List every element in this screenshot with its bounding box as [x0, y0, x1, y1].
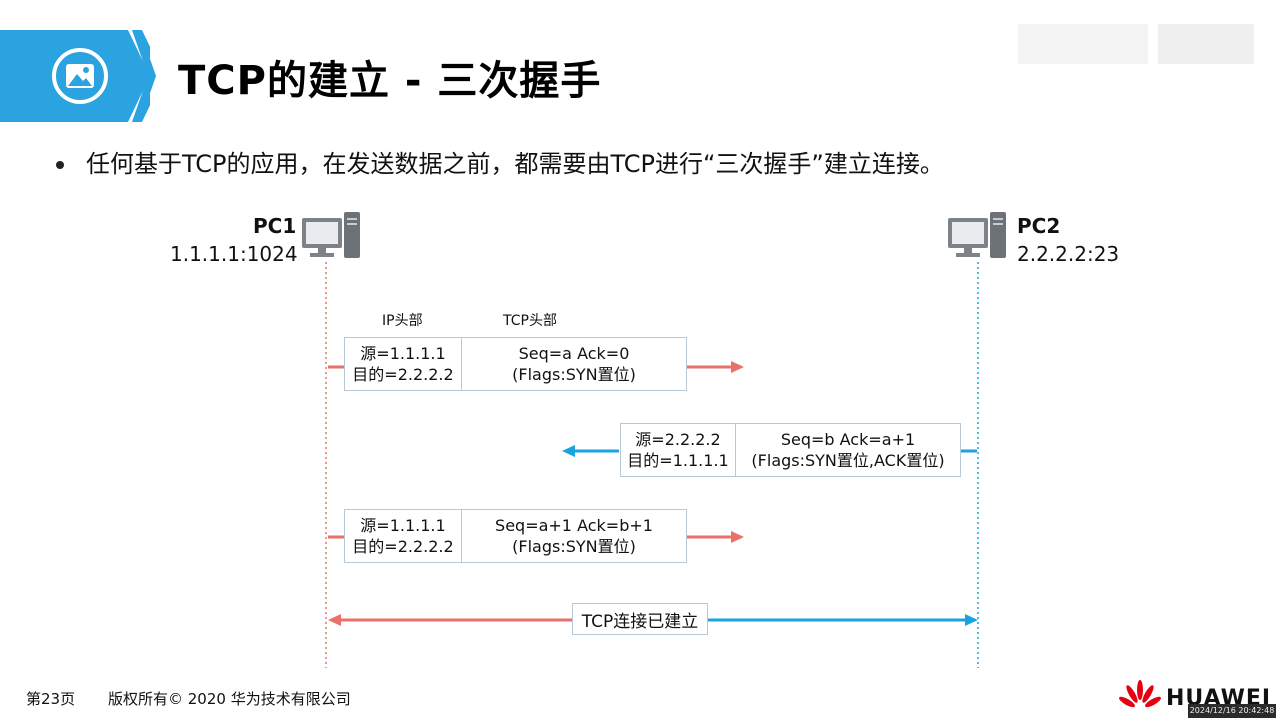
pc1-address: 1.1.1.1:1024	[170, 242, 298, 266]
pc2-name: PC2	[1017, 214, 1061, 238]
huawei-logo-icon	[1119, 680, 1161, 708]
source-address: 源=1.1.1.1	[360, 516, 446, 535]
ip-header: 源=1.1.1.1 目的=2.2.2.2	[345, 338, 462, 390]
ack-packet: 源=1.1.1.1 目的=2.2.2.2 Seq=a+1 Ack=b+1 (Fl…	[344, 509, 687, 563]
flags: (Flags:SYN置位,ACK置位)	[751, 451, 945, 470]
seq-ack: Seq=a Ack=0	[518, 344, 630, 363]
timestamp: 2024/12/16 20:42:48	[1188, 704, 1276, 718]
syn-ack-packet: 源=2.2.2.2 目的=1.1.1.1 Seq=b Ack=a+1 (Flag…	[620, 423, 961, 477]
arrow-left-icon	[328, 614, 341, 626]
computer-icon	[302, 212, 360, 258]
watermark-logo	[1018, 24, 1254, 64]
page-title: TCP的建立 - 三次握手	[178, 58, 602, 104]
connection-established-label: TCP连接已建立	[572, 603, 708, 635]
image-icon	[52, 48, 108, 104]
arrow-right-icon	[731, 361, 744, 373]
ip-header: 源=1.1.1.1 目的=2.2.2.2	[345, 510, 462, 562]
tcp-header: Seq=b Ack=a+1 (Flags:SYN置位,ACK置位)	[736, 424, 960, 476]
arrow-right-icon	[731, 531, 744, 543]
header-chevron	[132, 30, 156, 122]
pc1-name: PC1	[253, 214, 297, 238]
destination-address: 目的=2.2.2.2	[352, 365, 454, 384]
destination-address: 目的=1.1.1.1	[627, 451, 729, 470]
ip-header-label: IP头部	[382, 313, 423, 329]
destination-address: 目的=2.2.2.2	[352, 537, 454, 556]
bullet-point: 任何基于TCP的应用，在发送数据之前，都需要由TCP进行“三次握手”建立连接。	[56, 144, 944, 179]
flags: (Flags:SYN置位)	[512, 537, 636, 556]
tcp-header: Seq=a Ack=0 (Flags:SYN置位)	[462, 338, 686, 390]
arrow-right-icon	[965, 614, 978, 626]
syn-packet: 源=1.1.1.1 目的=2.2.2.2 Seq=a Ack=0 (Flags:…	[344, 337, 687, 391]
copyright: 版权所有© 2020 华为技术有限公司	[108, 690, 351, 708]
computer-icon	[948, 212, 1006, 258]
seq-ack: Seq=b Ack=a+1	[780, 430, 916, 449]
bullet-text: 任何基于TCP的应用，在发送数据之前，都需要由TCP进行“三次握手”建立连接。	[86, 150, 944, 178]
ip-header: 源=2.2.2.2 目的=1.1.1.1	[621, 424, 736, 476]
source-address: 源=1.1.1.1	[360, 344, 446, 363]
seq-ack: Seq=a+1 Ack=b+1	[495, 516, 653, 535]
arrow-left-icon	[562, 445, 575, 457]
source-address: 源=2.2.2.2	[635, 430, 721, 449]
tcp-header-label: TCP头部	[503, 313, 557, 329]
tcp-header: Seq=a+1 Ack=b+1 (Flags:SYN置位)	[462, 510, 686, 562]
bullet-dot	[56, 161, 64, 169]
flags: (Flags:SYN置位)	[512, 365, 636, 384]
page-number: 第23页	[26, 690, 76, 708]
pc2-address: 2.2.2.2:23	[1017, 242, 1120, 266]
